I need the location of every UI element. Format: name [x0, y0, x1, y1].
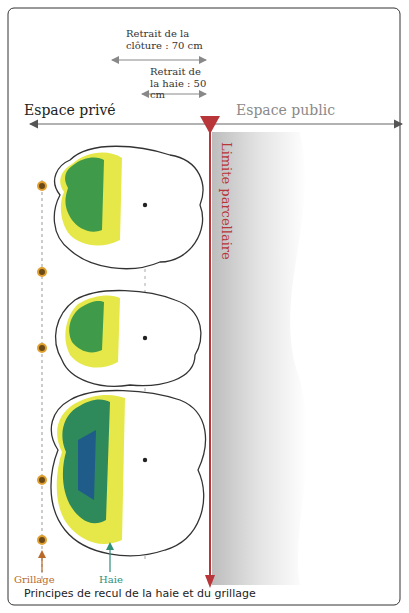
zone-label: Espace public — [236, 102, 396, 118]
part-label: Haie — [99, 574, 149, 586]
boundary-label: Limite parcellaire — [218, 142, 233, 260]
zone-label: Espace privé — [24, 102, 184, 118]
dimension-label: Retrait de la clôture : 70 cm — [126, 28, 206, 51]
caption: Principes de recul de la haie et du gril… — [24, 588, 394, 601]
part-label: Grillage — [14, 574, 84, 586]
dimension-label: Retrait de la haie : 50 cm — [150, 66, 212, 101]
